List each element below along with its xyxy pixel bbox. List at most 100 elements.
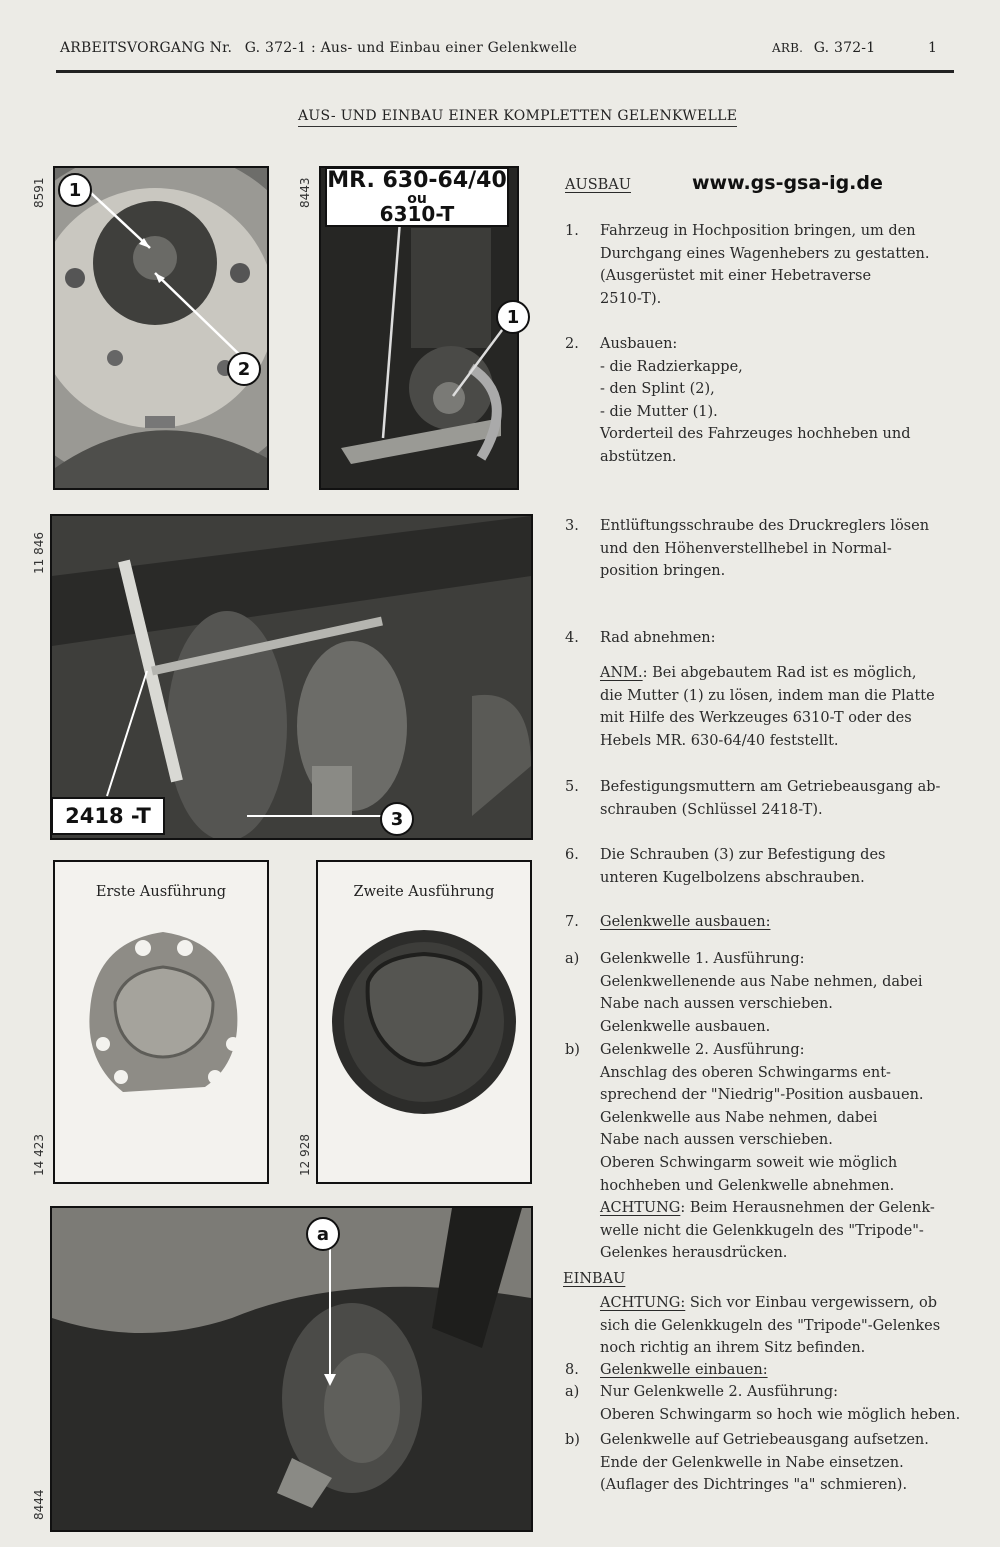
- warning-label: ACHTUNG: [600, 1200, 681, 1217]
- step-number: b): [565, 1042, 580, 1058]
- warning-line: noch richtig an ihrem Sitz befinden.: [600, 1340, 866, 1357]
- step-4: Rad abnehmen:: [600, 630, 716, 646]
- step-7b: Gelenkwelle 2. Ausführung: Anschlag des …: [600, 1039, 935, 1265]
- einbau-warning: ACHTUNG: Sich vor Einbau vergewissern, o…: [600, 1292, 940, 1360]
- step-line: welle nicht die Gelenkkugeln des "Tripod…: [600, 1222, 924, 1239]
- callout-3: 3: [380, 802, 414, 836]
- step-line: ACHTUNG: Beim Herausnehmen der Gelenk-: [600, 1197, 935, 1220]
- callout-2: 2: [227, 352, 261, 386]
- figure-caption: Zweite Ausführung: [353, 884, 495, 900]
- step-line: sprechend der "Niedrig"-Position ausbaue…: [600, 1087, 924, 1104]
- figure-first-version: Erste Ausführung: [53, 860, 269, 1184]
- note-anm: ANM.: Bei abgebautem Rad ist es möglich,…: [600, 662, 935, 752]
- figure-number: 8591: [32, 177, 46, 208]
- step-line: Gelenkwelle ausbauen.: [600, 1018, 771, 1035]
- step-line: Entlüftungsschraube des Druckreglers lös…: [600, 518, 930, 534]
- note-line: die Mutter (1) zu lösen, indem man die P…: [600, 687, 935, 704]
- tool-label-line3: 6310-T: [379, 201, 455, 226]
- figure-number: 12 928: [298, 1134, 312, 1176]
- step-number: 3.: [565, 518, 579, 534]
- figure-number: 8444: [32, 1489, 46, 1520]
- note-line: ANM.: Bei abgebautem Rad ist es möglich,: [600, 662, 935, 685]
- figure-second-version: Zweite Ausführung: [316, 860, 532, 1184]
- figure-wheel-hub-photo: [53, 166, 269, 490]
- callout-1: 1: [496, 300, 530, 334]
- figure-caption: Erste Ausführung: [95, 884, 227, 900]
- step-line: Gelenkes herausdrücken.: [600, 1245, 788, 1262]
- step-number: 7.: [565, 914, 579, 930]
- step-7a: Gelenkwelle 1. Ausführung: Gelenkwellene…: [600, 948, 923, 1038]
- figure-number: 14 423: [32, 1134, 46, 1176]
- step-number: 4.: [565, 630, 579, 646]
- step-1: Fahrzeug in Hochposition bringen, um den…: [600, 220, 930, 310]
- step-line: Gelenkwellenende aus Nabe nehmen, dabei: [600, 973, 923, 990]
- step-number: 6.: [565, 847, 579, 863]
- step-number: 2.: [565, 336, 579, 352]
- tool-label-line1: MR. 630-64/40: [327, 168, 507, 193]
- warning-text: Sich vor Einbau vergewissern, ob: [685, 1295, 937, 1311]
- callout-1: 1: [58, 173, 92, 207]
- warning-line: ACHTUNG: Sich vor Einbau vergewissern, o…: [600, 1292, 940, 1315]
- step-line: Nabe nach aussen verschieben.: [600, 996, 833, 1013]
- step-8b: Gelenkwelle auf Getriebeausgang aufsetze…: [600, 1429, 929, 1497]
- tool-label-2418: 2418 -T: [51, 797, 165, 835]
- step-8: Gelenkwelle einbauen:: [600, 1362, 768, 1378]
- website-url[interactable]: www.gs-gsa-ig.de: [692, 172, 883, 194]
- header-op-number: G. 372-1 :: [244, 40, 316, 56]
- step-number: a): [565, 1384, 580, 1400]
- step-number: 5.: [565, 779, 579, 795]
- tripode-joint-image: [52, 1208, 531, 1530]
- step-line: Nur Gelenkwelle 2. Ausführung:: [600, 1384, 839, 1400]
- step-number: a): [565, 951, 580, 967]
- header-arb-number: G. 372-1: [813, 40, 876, 56]
- step-line: Ausbauen:: [600, 336, 678, 352]
- heading-einbau: EINBAU: [563, 1271, 626, 1287]
- step-line: - den Splint (2),: [600, 381, 715, 398]
- header-arb-label: ARB.: [772, 41, 804, 55]
- step-6: Die Schrauben (3) zur Befestigung des un…: [600, 844, 885, 889]
- step-line: Die Schrauben (3) zur Befestigung des: [600, 847, 886, 863]
- step-line: Nabe nach aussen verschieben.: [600, 1132, 833, 1149]
- warning-label: ACHTUNG:: [600, 1295, 686, 1311]
- step-line: Gelenkwelle 1. Ausführung:: [600, 951, 805, 967]
- step-3: Entlüftungsschraube des Druckreglers lös…: [600, 515, 929, 583]
- note-line: mit Hilfe des Werkzeuges 6310-T oder des: [600, 710, 912, 727]
- header-label: ARBEITSVORGANG Nr.: [60, 40, 233, 56]
- step-line: Befestigungsmuttern am Getriebeausgang a…: [600, 779, 941, 795]
- tool-label-line2: ou: [407, 191, 427, 208]
- step-line: (Auflager des Dichtringes "a" schmieren)…: [600, 1477, 908, 1494]
- step-line: und den Höhenverstellhebel in Normal-: [600, 540, 892, 557]
- step-line: 2510-T).: [600, 290, 662, 307]
- warning-line: sich die Gelenkkugeln des "Tripode"-Gele…: [600, 1317, 941, 1334]
- step-line: (Ausgerüstet mit einer Hebetraverse: [600, 268, 872, 285]
- step-line: Anschlag des oberen Schwingarms ent-: [600, 1064, 891, 1081]
- step-5: Befestigungsmuttern am Getriebeausgang a…: [600, 776, 940, 821]
- step-line: Oberen Schwingarm soweit wie möglich: [600, 1154, 898, 1171]
- first-version-joint-image: [89, 932, 240, 1092]
- step-line: Gelenkwelle 2. Ausführung:: [600, 1042, 805, 1058]
- step-number: b): [565, 1432, 580, 1448]
- header-right: ARB. G. 372-1: [772, 40, 875, 56]
- heading-ausbau: AUSBAU: [565, 177, 631, 193]
- step-number: 8.: [565, 1362, 579, 1378]
- step-line: unteren Kugelbolzens abschrauben.: [600, 869, 865, 886]
- step-line: Gelenkwelle auf Getriebeausgang aufsetze…: [600, 1432, 929, 1448]
- header-op-title: Aus- und Einbau einer Gelenkwelle: [320, 40, 578, 56]
- figure-tripode-joint-photo: [50, 1206, 533, 1532]
- step-line: abstützen.: [600, 448, 677, 465]
- figure-drive-shaft-wrench-photo: [50, 514, 533, 840]
- step-line: Vorderteil des Fahrzeuges hochheben und: [600, 426, 911, 443]
- section-ausbau: AUSBAU 1. Fahrzeug in Hochposition bring…: [563, 0, 985, 1547]
- warning-text: : Beim Herausnehmen der Gelenk-: [680, 1200, 935, 1217]
- step-line: Ende der Gelenkwelle in Nabe einsetzen.: [600, 1454, 904, 1471]
- figure-number: 11 846: [32, 532, 46, 574]
- step-line: position bringen.: [600, 563, 726, 580]
- step-line: - die Mutter (1).: [600, 403, 718, 420]
- page-title: AUS- UND EINBAU EINER KOMPLETTEN GELENKW…: [298, 108, 738, 127]
- step-2: Ausbauen: - die Radzierkappe, - den Spli…: [600, 333, 910, 469]
- step-line: Oberen Schwingarm so hoch wie möglich he…: [600, 1406, 961, 1423]
- figure-number: 8443: [298, 177, 312, 208]
- page-number: 1: [928, 40, 938, 56]
- step-line: Durchgang eines Wagenhebers zu gestatten…: [600, 245, 930, 262]
- step-line: - die Radzierkappe,: [600, 358, 743, 375]
